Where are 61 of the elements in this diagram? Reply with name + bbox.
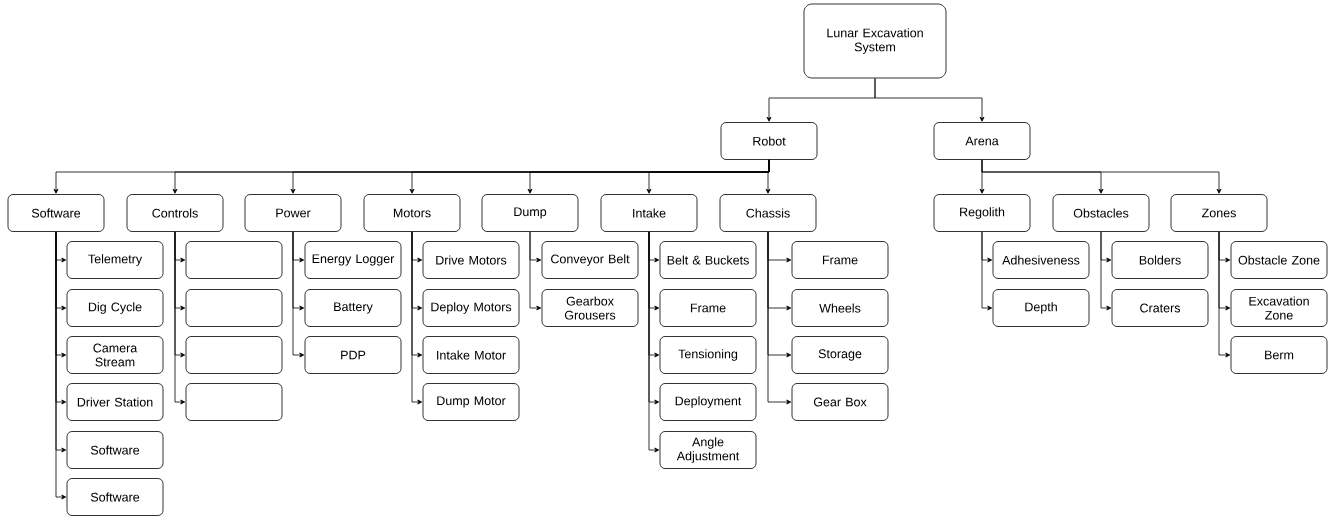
arrow <box>1218 231 1231 358</box>
category-box: Intake <box>600 194 698 232</box>
item-box: Belt & Buckets <box>659 241 757 279</box>
category-box: Arena <box>933 122 1031 160</box>
category-box: Software <box>7 194 105 232</box>
item-box <box>185 383 283 421</box>
item-box: Craters <box>1111 289 1209 327</box>
arrow <box>648 231 660 453</box>
item-box: Software <box>66 431 164 469</box>
item-box: Obstacle Zone <box>1230 241 1328 279</box>
category-box: Dump <box>481 194 579 232</box>
arrow <box>174 231 186 405</box>
arrow <box>981 159 1222 194</box>
item-box: Driver Station <box>66 383 164 421</box>
item-box: Gearbox Grousers <box>541 289 639 327</box>
item-box: Intake Motor <box>422 336 520 374</box>
item-box: Depth <box>992 289 1090 327</box>
item-box: Excavation Zone <box>1230 289 1328 327</box>
item-box: Gear Box <box>791 383 889 421</box>
root-box: Lunar Excavation System <box>803 3 947 79</box>
arrow <box>874 78 985 122</box>
category-box: Regolith <box>933 194 1031 232</box>
item-box: Conveyor Belt <box>541 241 639 279</box>
item-box: Drive Motors <box>422 241 520 279</box>
category-box: Controls <box>126 194 224 232</box>
item-box: Telemetry <box>66 241 164 279</box>
category-box: Power <box>244 194 342 232</box>
item-box <box>185 336 283 374</box>
item-box: Frame <box>791 241 889 279</box>
arrow <box>411 231 423 405</box>
item-box: Energy Logger <box>304 241 402 279</box>
arrow <box>1100 231 1112 311</box>
item-box: Wheels <box>791 289 889 327</box>
item-box: Bolders <box>1111 241 1209 279</box>
category-box: Robot <box>720 122 818 160</box>
item-box: Battery <box>304 289 402 327</box>
arrow <box>292 231 305 358</box>
item-box: Camera Stream <box>66 336 164 374</box>
item-box: PDP <box>304 336 402 374</box>
item-box: Deploy Motors <box>422 289 520 327</box>
item-box: Dump Motor <box>422 383 520 421</box>
arrow <box>981 231 993 311</box>
item-box: Berm <box>1230 336 1328 374</box>
arrow <box>765 159 771 194</box>
category-box: Chassis <box>719 194 817 232</box>
item-box: Dig Cycle <box>66 289 164 327</box>
item-box: Software <box>66 478 164 516</box>
arrow <box>55 231 67 500</box>
item-box: Frame <box>659 289 757 327</box>
item-box: Tensioning <box>659 336 757 374</box>
item-box: Storage <box>791 336 889 374</box>
item-box: Angle Adjustment <box>659 431 757 469</box>
item-box <box>185 241 283 279</box>
category-box: Obstacles <box>1052 194 1150 232</box>
item-box: Deployment <box>659 383 757 421</box>
arrow <box>767 231 792 405</box>
category-box: Zones <box>1170 194 1268 232</box>
arrow <box>529 231 542 311</box>
category-box: Motors <box>363 194 461 232</box>
item-box: Adhesiveness <box>992 241 1090 279</box>
item-box <box>185 289 283 327</box>
